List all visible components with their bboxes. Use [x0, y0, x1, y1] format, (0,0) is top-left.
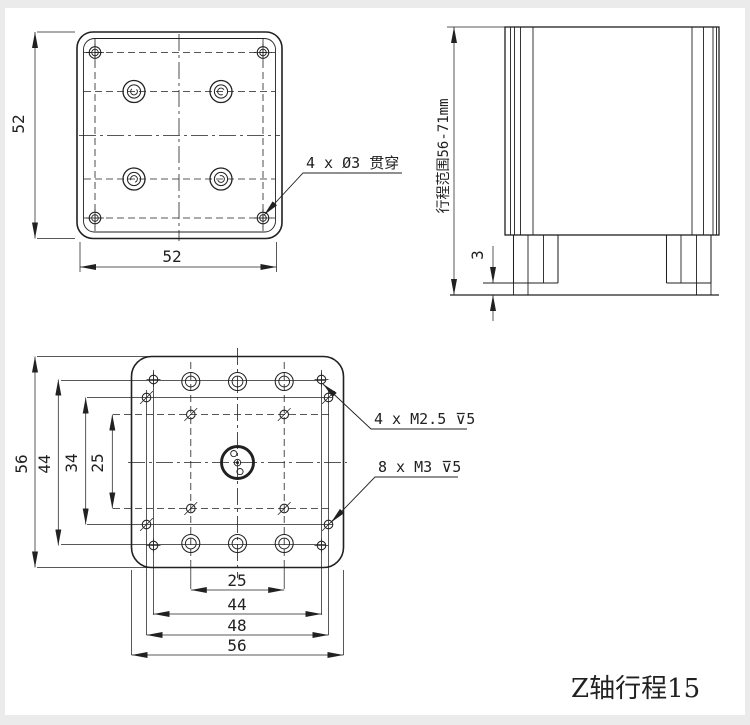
travel-range-label: 行程范围56-71mm — [435, 98, 452, 213]
body-profile-lines — [510, 27, 717, 235]
right-foot — [665, 235, 712, 295]
side-view: 行程范围56-71mm 3 — [435, 26, 720, 321]
hole — [227, 533, 248, 554]
hole — [146, 538, 161, 553]
screw — [209, 79, 233, 104]
hole — [184, 407, 198, 422]
hole — [314, 372, 329, 387]
hole — [277, 407, 291, 422]
hole — [227, 371, 248, 392]
screw — [122, 79, 146, 104]
left-foot — [512, 235, 559, 295]
hole — [139, 517, 154, 532]
m3-tapped-holes — [139, 390, 336, 532]
dim-44-vertical: 44 — [35, 379, 62, 546]
hole — [274, 371, 294, 392]
dim-label: 56 — [12, 454, 31, 473]
dim-label: 34 — [62, 453, 81, 472]
counterbore-holes — [181, 371, 294, 554]
callout-label: 8 x M3 ⊽5 — [378, 458, 461, 476]
dim-34-vertical: 34 — [62, 397, 89, 525]
dim-52-horizontal: 52 — [79, 242, 277, 272]
callout-label: 4 x M2.5 ⊽5 — [374, 410, 475, 428]
center-hub — [220, 445, 255, 480]
dim-52-vertical: 52 — [9, 31, 75, 239]
callout-m25: 4 x M2.5 ⊽5 — [322, 383, 475, 430]
hole — [181, 371, 201, 392]
dim-label: 56 — [227, 636, 246, 655]
dim-label: 52 — [9, 114, 28, 133]
hole — [139, 390, 154, 405]
hole — [277, 501, 291, 516]
body-outline — [504, 26, 720, 236]
dim-label: 48 — [227, 616, 246, 635]
drawing-title: Z轴行程15 — [571, 674, 700, 704]
hole — [146, 372, 161, 387]
dim-label: 25 — [227, 571, 246, 590]
top-view-centerlines — [79, 34, 280, 241]
corner-through-holes — [86, 43, 272, 227]
dim-base-thickness: 3 — [468, 246, 496, 321]
callout-m3: 8 x M3 ⊽5 — [330, 458, 461, 523]
hole — [254, 209, 272, 227]
hole — [274, 533, 294, 554]
hole — [86, 43, 104, 62]
callout-label: 4 x Ø3 贯穿 — [306, 154, 399, 172]
hole — [314, 538, 329, 553]
screw — [122, 167, 146, 191]
dim-label: 44 — [227, 595, 246, 614]
dim-label: 44 — [35, 454, 54, 473]
dim-56-vertical: 56 — [12, 356, 38, 568]
m25-tapped-holes — [146, 372, 329, 553]
dim-travel-range: 行程范围56-71mm — [435, 26, 505, 295]
dim-label: 3 — [468, 250, 487, 260]
bottom-view: 56 44 34 25 25 44 48 56 — [12, 348, 475, 658]
top-view: 52 52 4 x Ø3 贯穿 — [9, 31, 402, 272]
dim-label: 25 — [88, 453, 107, 472]
screw — [209, 167, 233, 191]
hole — [86, 209, 104, 227]
dim-56-horizontal: 56 — [131, 636, 344, 658]
dim-44-horizontal: 44 — [153, 595, 322, 617]
dim-25-horizontal: 25 — [190, 571, 285, 593]
plate-outer-outline — [76, 31, 283, 240]
socket-screws — [122, 79, 233, 191]
dim-48-horizontal: 48 — [146, 616, 329, 638]
paper-sheet — [5, 8, 745, 715]
dim-25-vertical: 25 — [88, 414, 116, 509]
callout-through-holes: 4 x Ø3 贯穿 — [263, 154, 402, 216]
hole — [181, 533, 201, 554]
hole — [184, 501, 198, 516]
hole — [254, 43, 272, 62]
dim-label: 52 — [162, 247, 181, 266]
